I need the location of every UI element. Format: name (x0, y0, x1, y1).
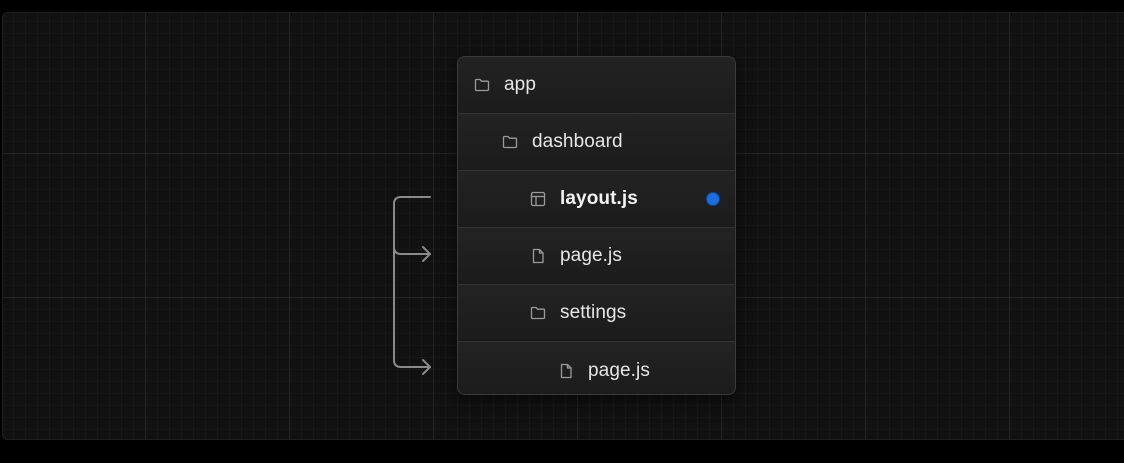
file-icon (558, 363, 574, 379)
tree-row-dashboard[interactable]: dashboard (458, 114, 735, 171)
active-indicator-dot (706, 192, 720, 206)
tree-row-label: dashboard (532, 131, 623, 152)
tree-row-settings-page[interactable]: page.js (458, 342, 735, 394)
tree-row-page[interactable]: page.js (458, 228, 735, 285)
connector-branch (393, 246, 431, 255)
tree-row-label: layout.js (560, 188, 638, 209)
tree-row-app[interactable]: app (458, 57, 735, 114)
layout-icon (530, 191, 546, 207)
tree-row-label: page.js (588, 359, 650, 381)
folder-icon (502, 134, 518, 150)
tree-row-settings[interactable]: settings (458, 285, 735, 342)
file-icon (530, 248, 546, 264)
connector-line (393, 196, 431, 368)
tree-row-label: app (504, 74, 537, 95)
folder-icon (530, 305, 546, 321)
file-tree: app dashboard layout.js page.js settings… (457, 56, 736, 395)
arrow-head-icon (422, 246, 431, 262)
layout-connector (393, 196, 431, 375)
tree-row-layout[interactable]: layout.js (458, 171, 735, 228)
tree-row-label: settings (560, 302, 627, 323)
folder-icon (474, 77, 490, 93)
tree-row-label: page.js (560, 245, 622, 266)
arrow-head-icon (422, 359, 431, 375)
